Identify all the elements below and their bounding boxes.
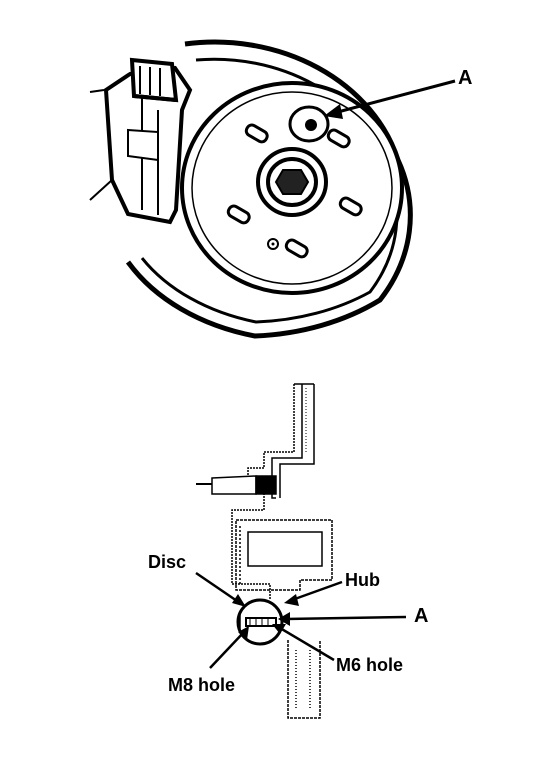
bottom-callout-a-arrowhead — [278, 612, 290, 626]
hub-body-profile — [235, 519, 333, 591]
disc-inner-rim — [140, 57, 399, 324]
hub-cap-mid — [266, 157, 318, 207]
service-screw-a-center — [305, 119, 317, 131]
disc-leader — [195, 571, 241, 605]
wheel-stud — [284, 238, 309, 259]
wheel-studs — [226, 123, 363, 259]
m8-label: M8 hole — [168, 675, 235, 695]
wheel-stud — [338, 196, 363, 217]
hub-cross-section-illustration — [196, 383, 333, 719]
top-callout-a-leader — [333, 79, 456, 115]
bottom-callout-a-label: A — [414, 605, 428, 627]
disc-arrowhead — [232, 594, 246, 607]
m8-leader — [209, 631, 245, 669]
small-hole-center — [271, 242, 275, 246]
disc-label: Disc — [148, 552, 186, 572]
wheel-stud — [226, 204, 251, 225]
wheel-bolt — [196, 475, 277, 495]
lower-flange-profile — [287, 640, 321, 719]
m6-leader — [279, 626, 335, 662]
m8-arrowhead — [238, 626, 249, 640]
bottom-callouts: Disc Hub A M8 hole M6 hole — [148, 552, 428, 695]
top-callout-a: A — [324, 67, 472, 119]
hub-arrowhead — [284, 594, 299, 606]
hub-face-inner — [191, 91, 393, 285]
m6-label: M6 hole — [336, 655, 403, 675]
m6-arrowhead — [272, 624, 286, 634]
detail-circle — [236, 598, 284, 646]
wheel-stud — [244, 123, 269, 144]
hub-leader — [291, 580, 343, 602]
top-callout-a-label: A — [458, 67, 472, 89]
disc-outer-rim — [125, 39, 413, 339]
bottom-callout-a-leader — [285, 615, 407, 621]
brake-disc-assembly-illustration — [89, 39, 413, 339]
wheel-stud — [326, 128, 351, 149]
hub-nut — [274, 169, 310, 195]
top-callout-a-arrowhead — [324, 104, 343, 119]
brake-caliper — [89, 57, 193, 225]
hub-label: Hub — [345, 570, 380, 590]
